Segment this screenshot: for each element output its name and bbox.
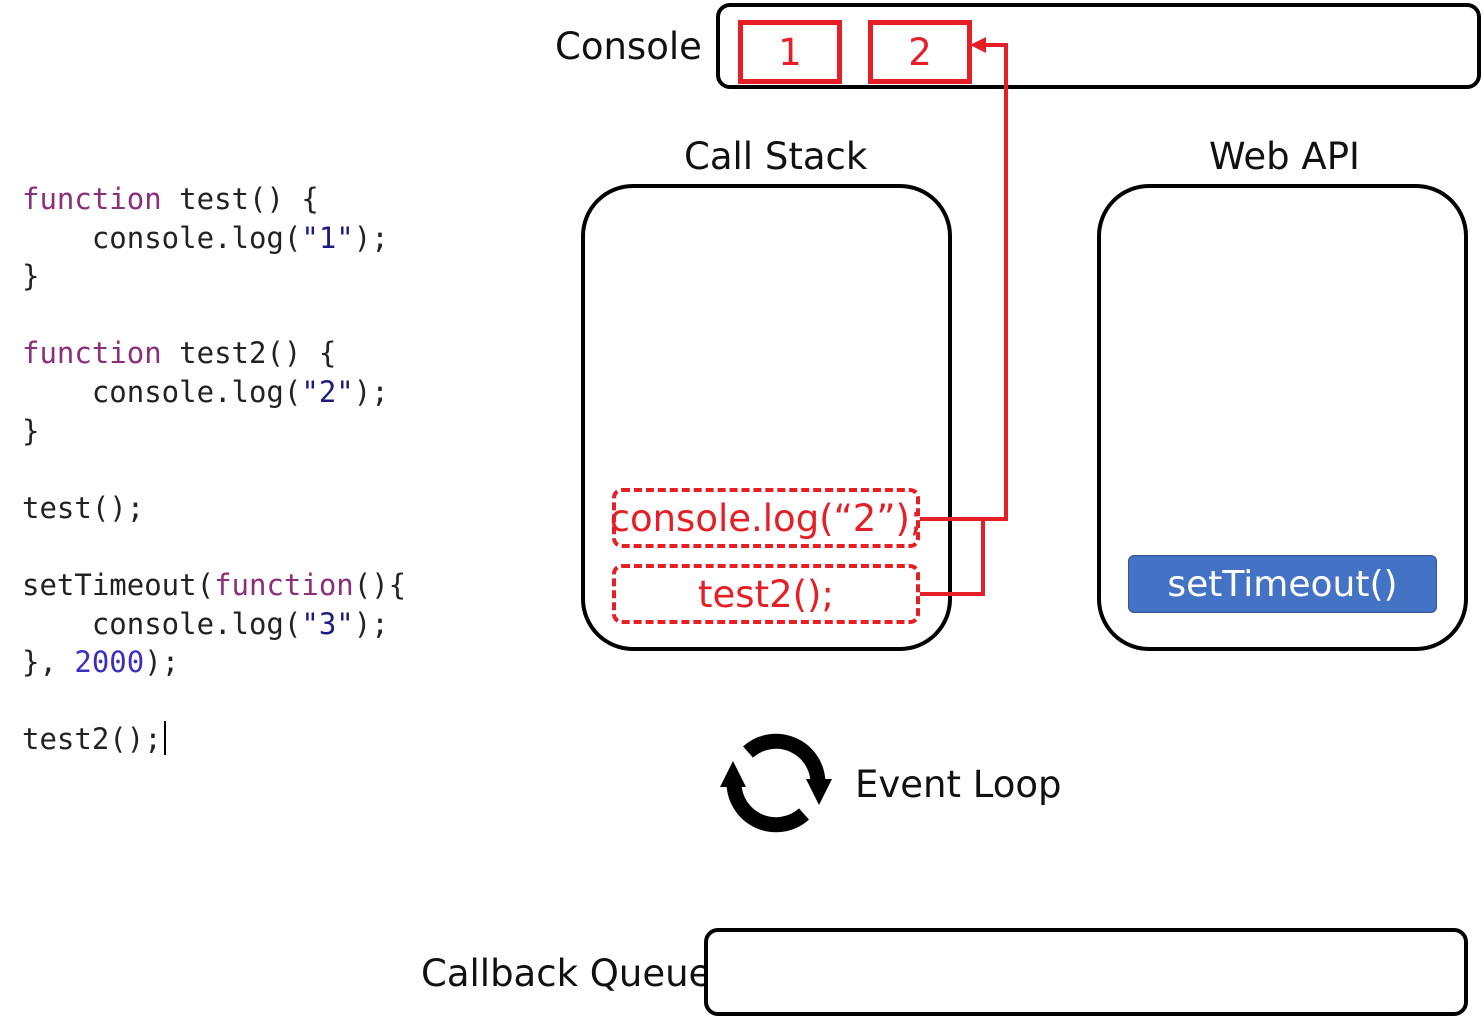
code-line: setTimeout(function(){ — [22, 566, 406, 604]
code-token: function — [22, 336, 162, 371]
code-token: function — [214, 568, 354, 602]
code-line: } — [22, 257, 39, 295]
code-token: setTimeout( — [22, 568, 215, 602]
code-token: console.log( — [22, 375, 302, 409]
code-token: }, — [22, 645, 75, 680]
code-token: (){ — [353, 568, 407, 602]
code-token: test(); — [22, 490, 145, 525]
code-line: console.log("2"); — [22, 373, 389, 411]
console-box: 1 2 — [716, 3, 1481, 89]
event-loop-label: Event Loop — [855, 763, 1062, 806]
callback-queue-box — [704, 928, 1468, 1016]
call-stack-label: Call Stack — [684, 135, 868, 178]
call-stack-frame-console-log: console.log(“2”); — [610, 488, 922, 548]
arrow-line-test2-merge — [920, 519, 985, 596]
code-token: test2() { — [161, 336, 337, 371]
code-line: console.log("3"); — [22, 605, 389, 643]
callback-queue-label: Callback Queue — [421, 952, 712, 995]
code-token: function — [22, 182, 162, 216]
code-token: ); — [144, 645, 180, 680]
code-line: function test2() { — [22, 334, 336, 372]
code-line: test2(); — [22, 720, 166, 758]
code-line: console.log("1"); — [22, 219, 389, 257]
code-token: "2" — [301, 375, 354, 409]
arrow-head-icon — [970, 37, 986, 53]
code-token: ); — [353, 606, 389, 641]
refresh-cycle-icon — [720, 733, 832, 833]
web-api-label: Web API — [1209, 135, 1360, 178]
console-output-2: 2 — [868, 20, 972, 84]
code-token: test() { — [161, 182, 319, 216]
code-line: }, 2000); — [22, 643, 179, 681]
code-token: console.log( — [22, 606, 302, 641]
code-token: test2(); — [22, 722, 162, 757]
output-arrow — [920, 43, 1008, 596]
code-line: } — [22, 412, 39, 450]
console-output-1: 1 — [738, 20, 842, 84]
code-token: } — [22, 413, 40, 448]
console-label: Console — [555, 25, 702, 68]
code-line: test(); — [22, 489, 144, 527]
code-line: function test() { — [22, 180, 319, 218]
arrow-line-to-console — [920, 43, 1008, 521]
code-token: } — [22, 259, 40, 294]
web-api-item-settimeout: setTimeout() — [1128, 555, 1437, 613]
code-token: ); — [353, 375, 389, 409]
call-stack-box — [581, 184, 952, 651]
code-token: ); — [353, 220, 389, 255]
text-cursor — [163, 721, 166, 756]
code-token: "1" — [301, 220, 354, 255]
code-token: "3" — [301, 606, 354, 641]
call-stack-frame-test2: test2(); — [612, 564, 920, 624]
code-token: console.log( — [22, 220, 302, 255]
code-token: 2000 — [74, 645, 145, 680]
